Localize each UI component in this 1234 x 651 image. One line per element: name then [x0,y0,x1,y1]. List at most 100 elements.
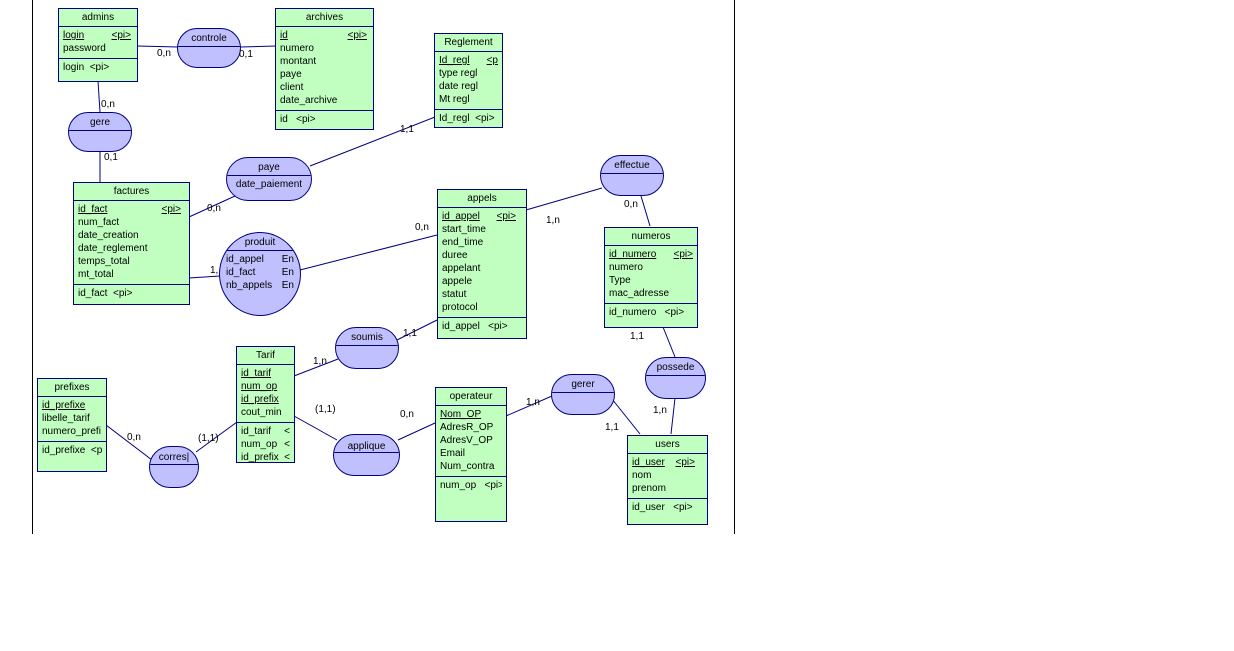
association-title: gere [89,117,110,128]
cardinality-operateur-gerer: 1,n [526,397,540,408]
entity-title: factures [74,183,189,201]
link-numeros-possede [662,326,676,358]
cardinality-reglement-paye: 1,1 [400,124,414,135]
entity-tarif[interactable]: Tarif id_tarif num_op id_prefix cout_min… [236,346,295,463]
cardinality-tarif-applique: (1,1) [315,404,336,415]
association-soumis[interactable]: soumis [335,327,399,369]
entity-title: Reglement [435,34,502,52]
cardinality-prefixes-corres: 0,n [127,432,141,443]
attribute: mac_adresse [609,288,670,299]
entity-users[interactable]: users id_user<pi> nom prenom id_user <pi… [627,435,708,525]
association-paye[interactable]: paye date_paiement [226,157,312,201]
association-title: produit [244,237,276,248]
entity-title: archives [276,9,373,27]
attribute: numero [280,43,314,54]
association-effectue[interactable]: effectue [600,155,664,196]
entity-title: Tarif [237,347,294,365]
attribute: Mt regl [439,94,470,105]
attribute: montant [280,56,317,67]
attribute: password [63,43,106,54]
association-possede[interactable]: possede [645,357,706,399]
identifier: id_user <pi> [632,502,693,513]
link-effectue-numeros [640,195,651,227]
cardinality-tarif-soumis: 1,n [313,356,327,367]
identifier: id_prefixe <p [42,445,102,456]
cardinality-numeros-effectue: 0,n [624,199,638,210]
entity-admins[interactable]: admins login<pi> password login <pi> [58,8,138,82]
link-appels-effectue [525,187,603,211]
identifier: id_fact <pi> [78,288,133,299]
attribute: protocol [442,302,478,313]
entity-factures[interactable]: factures id_fact<pi> num_fact date_creat… [73,182,190,305]
entity-title: numeros [605,228,697,246]
entity-numeros[interactable]: numeros id_numero<pi> numero Type mac_ad… [604,227,698,328]
attribute: date_reglement [78,243,148,254]
association-title: applique [347,441,386,452]
entity-operateur[interactable]: operateur Nom_OP AdresR_OP AdresV_OP Ema… [435,387,507,522]
link-tarif-applique [293,415,338,441]
attribute: AdresR_OP [440,422,494,433]
entity-prefixes[interactable]: prefixes id_prefixe libelle_tarif numero… [37,378,107,472]
association-gere[interactable]: gere [68,112,132,152]
cardinality-factures-paye: 0,n [207,203,221,214]
entity-appels[interactable]: appels id_appel<pi> start_time end_time … [437,189,527,339]
association-attribute: date_paiement [235,179,303,190]
attribute: appelant [442,263,481,274]
canvas-left-border [32,0,33,534]
identifier: id_appel <pi> [442,321,508,332]
association-controle[interactable]: controle [177,28,241,68]
attribute: duree [442,250,468,261]
association-title: paye [258,162,280,173]
attribute: AdresV_OP [440,435,493,446]
canvas-right-border [734,0,735,534]
link-factures-produit [188,275,221,279]
attribute: id_prefix [241,394,279,405]
attribute: end_time [442,237,484,248]
entity-reglement[interactable]: Reglement Id_regl<p type regl date regl … [434,33,503,128]
attribute: libelle_tarif [42,413,90,424]
attribute: date regl [439,81,478,92]
link-paye-reglement [309,116,436,167]
entity-title: prefixes [38,379,106,397]
attribute: Type [609,275,631,286]
association-applique[interactable]: applique [333,434,400,476]
attribute: numero_prefi [42,426,101,437]
identifier: id <pi> [280,114,316,125]
association-gerer[interactable]: gerer [551,374,615,415]
attribute: Nom_OP [440,409,482,420]
identifier: id_tarif< [241,425,290,438]
attribute: login<pi> [63,29,131,42]
link-appels-soumis [396,319,438,341]
attribute: cout_min [241,407,282,418]
attribute: numero [609,262,643,273]
association-title: possede [656,362,695,373]
link-controle-archives [239,45,277,48]
association-title: effectue [614,160,650,171]
entity-archives[interactable]: archives id<pi> numero montant paye clie… [275,8,374,130]
attribute: id_fact<pi> [78,203,181,216]
link-produit-appels [299,234,438,271]
identifier: id_numero <pi> [609,307,685,318]
association-corres[interactable]: corres| [149,446,199,488]
attribute: nom [632,470,652,481]
cardinality-users-possede: 1,n [653,405,667,416]
attribute: start_time [442,224,486,235]
link-applique-operateur [397,422,436,441]
attribute: paye [280,69,302,80]
attribute: Email [440,448,466,459]
attribute: id_user<pi> [632,456,695,469]
cardinality-users-gerer: 1,1 [605,422,619,433]
attribute: prenom [632,483,666,494]
cardinality-admins-gere: 0,n [101,99,115,110]
attribute: type regl [439,68,478,79]
link-gerer-users [611,398,641,435]
identifier: num_op <pi> [440,480,502,491]
attribute: appele [442,276,473,287]
cardinality-appels-produit: 0,n [415,222,429,233]
attribute: num_fact [78,217,120,228]
entity-title: users [628,436,707,454]
link-possede-users [670,397,676,435]
